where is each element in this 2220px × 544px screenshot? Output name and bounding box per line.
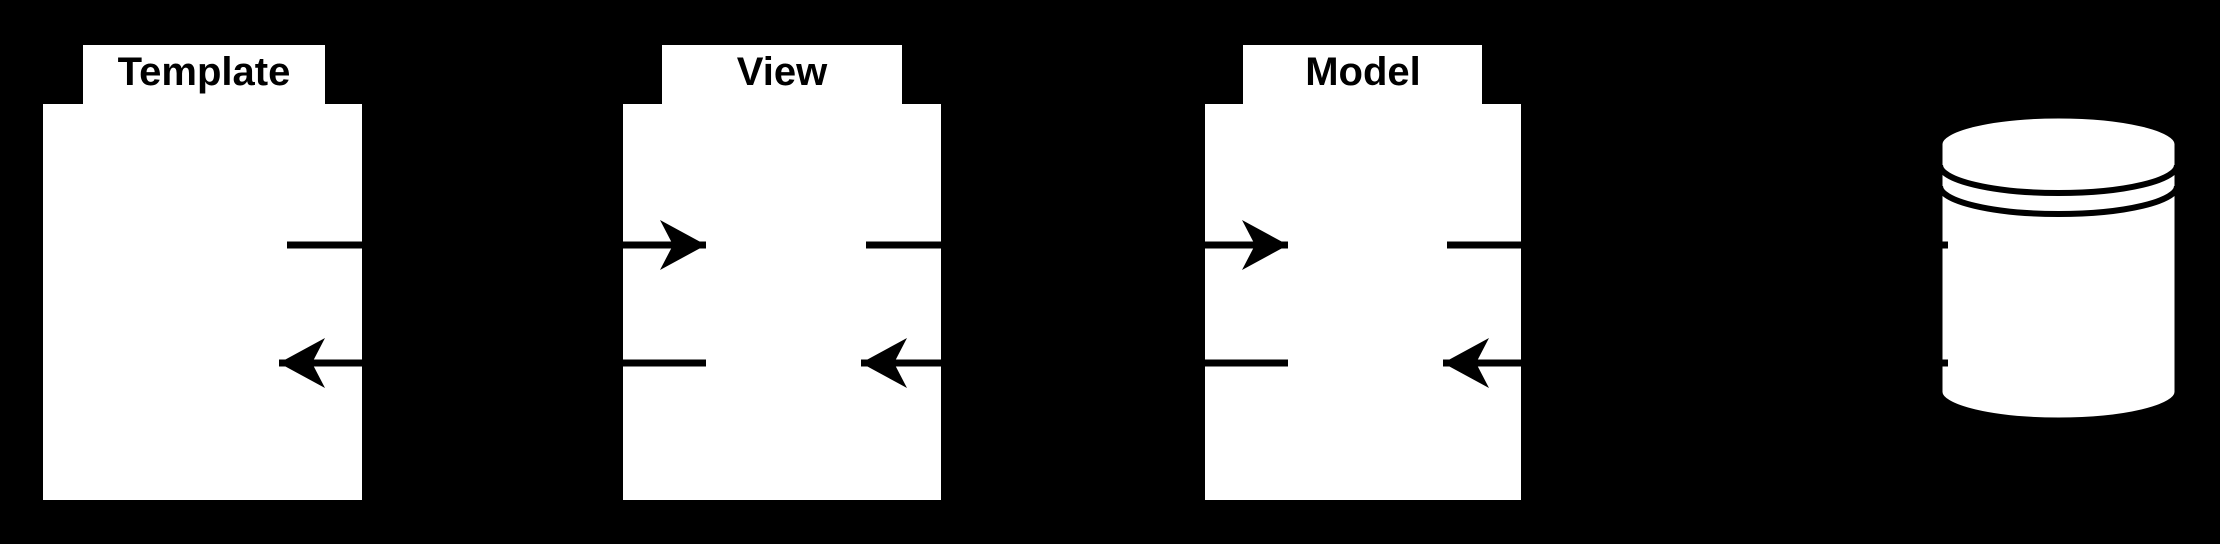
node-label-view: View — [736, 50, 828, 94]
connector-model-to-view — [861, 338, 1288, 388]
node-model-shape[interactable] — [1205, 45, 1521, 500]
node-label-template: Template — [117, 50, 291, 94]
connector-view-to-model — [866, 220, 1288, 270]
arrowhead-right-icon — [1902, 220, 1948, 270]
arrowhead-left-icon — [1443, 338, 1489, 388]
connector-view-to-template — [279, 338, 706, 388]
node-database-shape[interactable] — [1937, 113, 2180, 423]
node-view-shape[interactable] — [623, 45, 941, 500]
arrowhead-right-icon — [660, 220, 706, 270]
arrowhead-left-icon — [279, 338, 325, 388]
connector-template-to-view — [287, 220, 706, 270]
database-stripe-arc — [1937, 164, 2180, 196]
database-stripe-arc — [1937, 185, 2180, 217]
arrowhead-right-icon — [1242, 220, 1288, 270]
database-body — [1937, 113, 2180, 423]
nodes-layer — [43, 45, 2180, 500]
node-label-model: Model — [1305, 50, 1421, 94]
arrowhead-left-icon — [861, 338, 907, 388]
connectors-top-layer — [279, 220, 1948, 388]
connector-database-to-model — [1443, 338, 1948, 388]
node-template-shape[interactable] — [43, 45, 362, 500]
connector-model-to-database — [1447, 220, 1948, 270]
